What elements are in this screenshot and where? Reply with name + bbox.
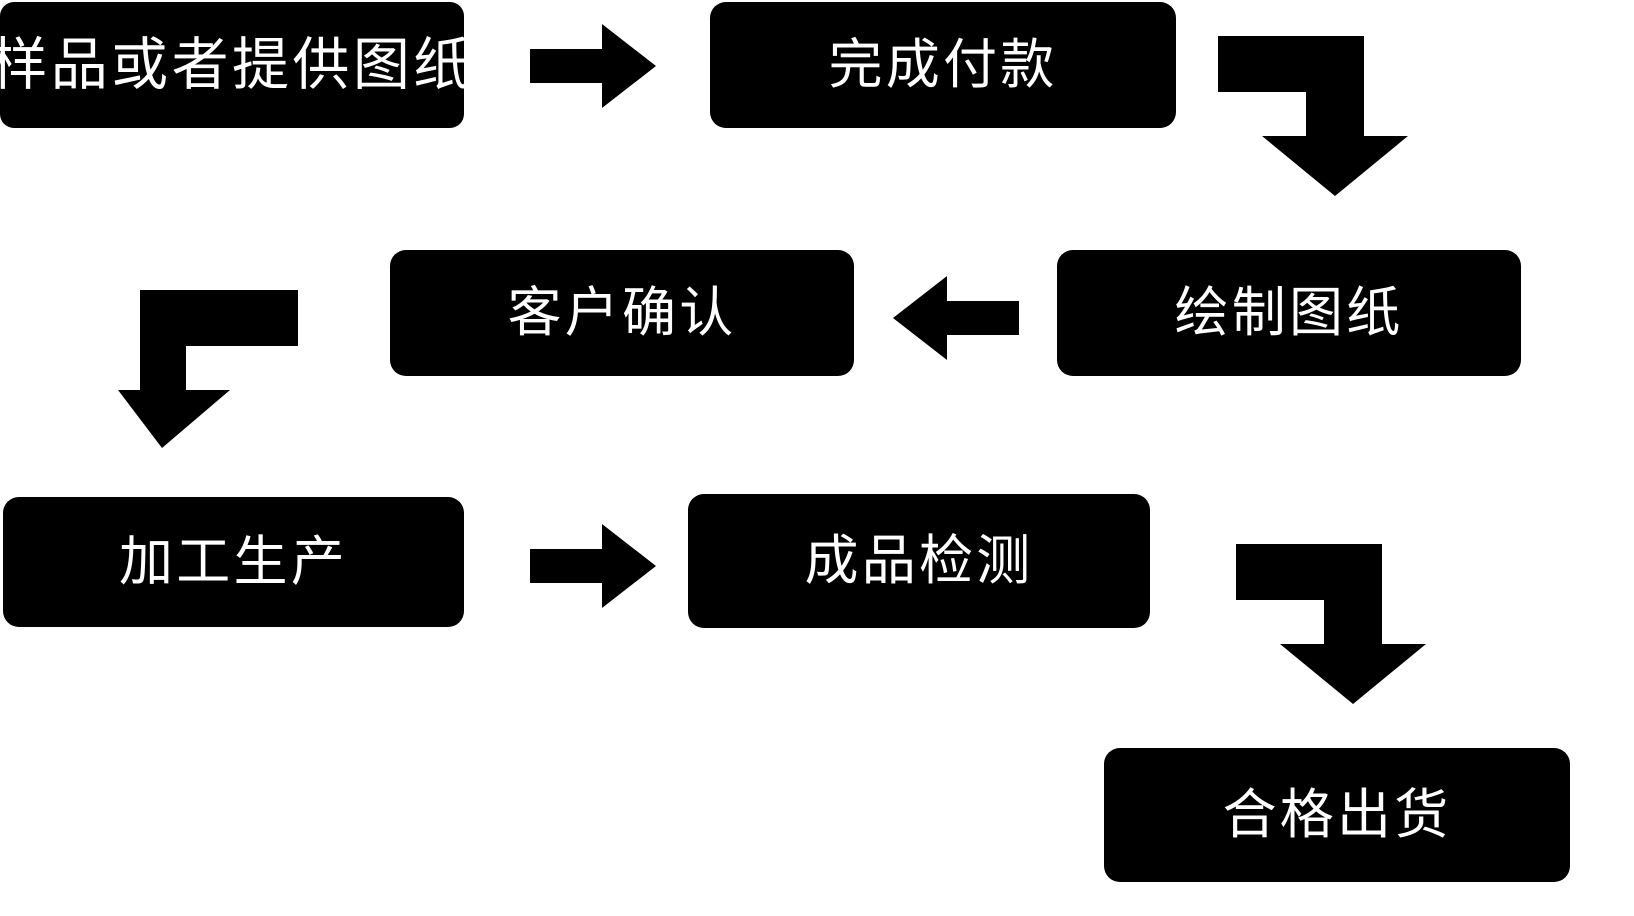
- flow-node-drawing[interactable]: 绘制图纸: [1057, 250, 1521, 376]
- flow-node-drawing-label: 绘制图纸: [1174, 281, 1404, 345]
- flow-node-sample[interactable]: 样品或者提供图纸: [0, 2, 470, 128]
- arrow-right-icon-produce-to-inspect: [530, 524, 656, 608]
- flow-node-inspect-label: 成品检测: [804, 529, 1034, 593]
- elbow-arrow-right-down-icon-inspect-to-ship: [1236, 544, 1426, 704]
- elbow-arrow-left-down-icon-confirm-to-produce: [118, 290, 298, 448]
- flow-node-confirm-label: 客户确认: [507, 281, 737, 345]
- flow-node-produce[interactable]: 加工生产: [3, 497, 464, 627]
- arrow-left-icon-drawing-to-confirm: [893, 276, 1019, 360]
- flow-node-payment[interactable]: 完成付款: [710, 2, 1176, 128]
- flow-node-sample-label: 样品或者提供图纸: [0, 31, 474, 98]
- flow-node-ship-label: 合格出货: [1222, 783, 1452, 847]
- flow-node-inspect[interactable]: 成品检测: [688, 494, 1150, 628]
- flow-node-payment-label: 完成付款: [828, 33, 1058, 97]
- flow-node-produce-label: 加工生产: [119, 530, 348, 594]
- flow-node-ship[interactable]: 合格出货: [1104, 748, 1570, 882]
- flow-node-confirm[interactable]: 客户确认: [390, 250, 854, 376]
- arrow-right-icon-sample-to-payment: [530, 24, 656, 108]
- elbow-arrow-right-down-icon-payment-to-drawing: [1218, 36, 1408, 196]
